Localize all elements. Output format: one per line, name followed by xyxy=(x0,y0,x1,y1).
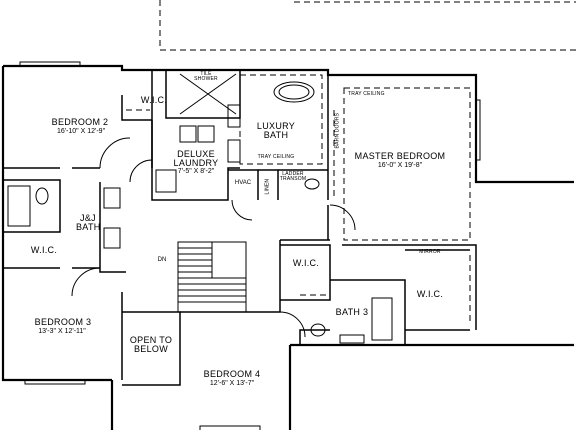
wall-wic2 xyxy=(121,95,152,121)
jj-bath-line1: J&J xyxy=(80,213,96,223)
vanity-luxury-2 xyxy=(227,139,241,163)
jj-bath-label: J&J BATH xyxy=(76,213,101,233)
wic-master-label: W.I.C. xyxy=(416,289,444,299)
vanity-jj-1 xyxy=(103,187,121,209)
jj-bath-line2: BATH xyxy=(76,222,101,233)
wall-wic-master xyxy=(405,249,470,331)
wall-jj xyxy=(3,179,126,273)
stair-dn-label: DN xyxy=(157,257,167,263)
tray-ceiling-master-label: TRAY CEILING xyxy=(348,91,385,97)
laundry-sink xyxy=(155,169,177,193)
toilet-bath3 xyxy=(310,323,326,337)
master-bedroom-dims: 16'-0" X 19'-8" xyxy=(377,162,423,169)
wall-bed4-top xyxy=(180,240,281,313)
dryer xyxy=(197,125,215,143)
ladder-transom-label: LADDER TRANSOM xyxy=(278,171,308,183)
tray-ceiling-bath-label: TRAY CEILING xyxy=(257,154,295,160)
wall-bath3 xyxy=(299,279,406,345)
vanity-jj-2 xyxy=(103,227,121,249)
vanity-bath3 xyxy=(339,334,365,344)
wall-laundry xyxy=(151,120,240,201)
toilet-jj xyxy=(35,187,49,205)
laundry-line2: LAUNDRY xyxy=(173,158,219,169)
laundry-dims: 7'-5" X 8'-2" xyxy=(177,168,215,175)
bedroom2-label: BEDROOM 2 xyxy=(51,117,109,127)
door-hvac xyxy=(231,199,253,221)
washer xyxy=(179,125,197,143)
open-below-line1: OPEN TO xyxy=(129,335,173,345)
wall-wic4 xyxy=(280,244,331,301)
wic-bed4-label: W.I.C. xyxy=(292,258,320,268)
tray-ceiling-master-outline xyxy=(343,87,471,241)
stair-treads xyxy=(178,242,246,303)
tray-ceiling-bath-outline xyxy=(239,74,323,165)
tub-jj xyxy=(7,185,31,227)
bath3-label: BATH 3 xyxy=(335,307,369,317)
vanity-luxury-1 xyxy=(227,104,241,128)
window-bed4 xyxy=(199,425,261,430)
door-bed3 xyxy=(71,267,101,297)
window-bed2 xyxy=(19,61,81,66)
barn-doors-label: BARN DOORS xyxy=(334,112,341,149)
open-below-line2: BELOW xyxy=(133,344,168,355)
luxury-bath-label: LUXURY BATH xyxy=(252,121,300,141)
hvac-label: HVAC xyxy=(234,180,252,186)
wall-open-below xyxy=(122,311,181,386)
tile-shower-line2: SHOWER xyxy=(194,76,218,83)
toilet-master xyxy=(304,178,320,190)
window-bed3 xyxy=(24,380,86,385)
mirror-label: MIRROR xyxy=(419,249,441,255)
window-master xyxy=(476,99,481,161)
roof-line-top xyxy=(159,0,576,51)
exterior-wall-left xyxy=(1,66,112,382)
bedroom4-dims: 12'-6" X 13'-7" xyxy=(209,380,255,387)
door-bed2 xyxy=(99,137,131,169)
tile-shower-line1: TILE xyxy=(200,71,212,77)
wic-bed3-label: W.I.C. xyxy=(30,245,58,255)
tub-luxury xyxy=(273,81,315,103)
ladder-line2: TRANSOM xyxy=(279,176,307,183)
door-master xyxy=(329,204,356,231)
door-bed4 xyxy=(279,311,306,338)
open-below-label: OPEN TO BELOW xyxy=(126,335,176,355)
wall-master-bottom xyxy=(280,205,330,241)
luxury-bath-line1: LUXURY xyxy=(256,121,296,131)
door-laundry xyxy=(129,159,153,183)
bedroom2-dims: 16'-10" X 12'-9" xyxy=(56,128,106,135)
laundry-label: DELUXE LAUNDRY xyxy=(166,149,226,169)
laundry-line1: DELUXE xyxy=(177,149,215,159)
ladder-line1: LADDER xyxy=(282,171,304,177)
tile-shower-label: TILE SHOWER xyxy=(186,71,226,83)
tub-bath3 xyxy=(371,297,393,341)
bedroom4-label: BEDROOM 4 xyxy=(203,369,261,379)
tub-luxury-inner xyxy=(278,84,310,100)
bedroom3-dims: 13'-3" X 12'-11" xyxy=(38,328,86,335)
luxury-bath-line2: BATH xyxy=(263,130,289,141)
bedroom3-label: BEDROOM 3 xyxy=(34,317,92,327)
linen-label: LINEN xyxy=(264,178,271,195)
shower-x xyxy=(179,73,237,115)
wall-master-lower xyxy=(342,244,477,330)
master-bedroom-label: MASTER BEDROOM xyxy=(354,151,446,161)
wic-bed2-label: W.I.C. xyxy=(140,95,168,105)
